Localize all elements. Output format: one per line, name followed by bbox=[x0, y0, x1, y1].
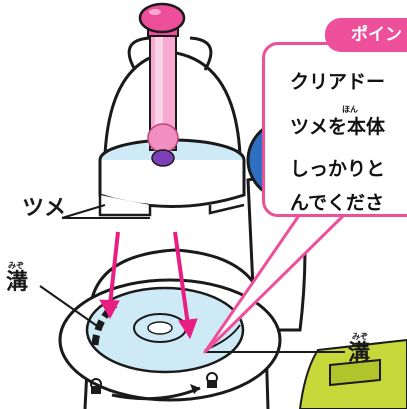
mizo-right-label: 溝 bbox=[348, 341, 371, 366]
collar-tab-right bbox=[208, 203, 245, 215]
callout-line-3: しっかりと bbox=[290, 158, 386, 180]
unlock-icon bbox=[90, 378, 102, 394]
callout-line-2: ツメを本体 bbox=[290, 116, 386, 138]
bowl-center-hole bbox=[147, 321, 173, 335]
tsume-label: ツメ bbox=[22, 196, 67, 221]
point-callout-box bbox=[262, 42, 407, 217]
mizo-left-ruby: みぞ bbox=[8, 261, 24, 270]
green-base-slot bbox=[329, 358, 381, 387]
point-callout-title: ポイン bbox=[325, 18, 407, 52]
plunger-tip bbox=[151, 149, 175, 167]
mizo-left-leader bbox=[39, 285, 101, 329]
plunger-knob-shine bbox=[149, 9, 161, 15]
plunger-rod-highlight bbox=[155, 30, 163, 150]
mizo-right-ruby: みぞ bbox=[352, 332, 368, 341]
callout-line-4: んでくださ bbox=[290, 192, 385, 214]
rotation-arrow bbox=[111, 386, 201, 401]
tsume-leader-1 bbox=[61, 204, 106, 219]
mizo-left-label: 溝 bbox=[6, 270, 29, 295]
dome-handle-right bbox=[189, 36, 213, 71]
plunger-ball bbox=[147, 123, 179, 153]
rotation-arrow-head bbox=[190, 384, 200, 394]
arrow-right bbox=[173, 231, 198, 340]
lock-icon bbox=[206, 372, 218, 388]
collar-tab-left bbox=[98, 195, 152, 217]
plunger-knob bbox=[138, 2, 186, 34]
callout-ruby-hon: ほん bbox=[342, 105, 358, 114]
dome-handle-left bbox=[127, 36, 151, 71]
groove-left bbox=[91, 302, 118, 346]
callout-line-1: クリアドー bbox=[290, 71, 386, 93]
arrow-left bbox=[99, 231, 120, 320]
